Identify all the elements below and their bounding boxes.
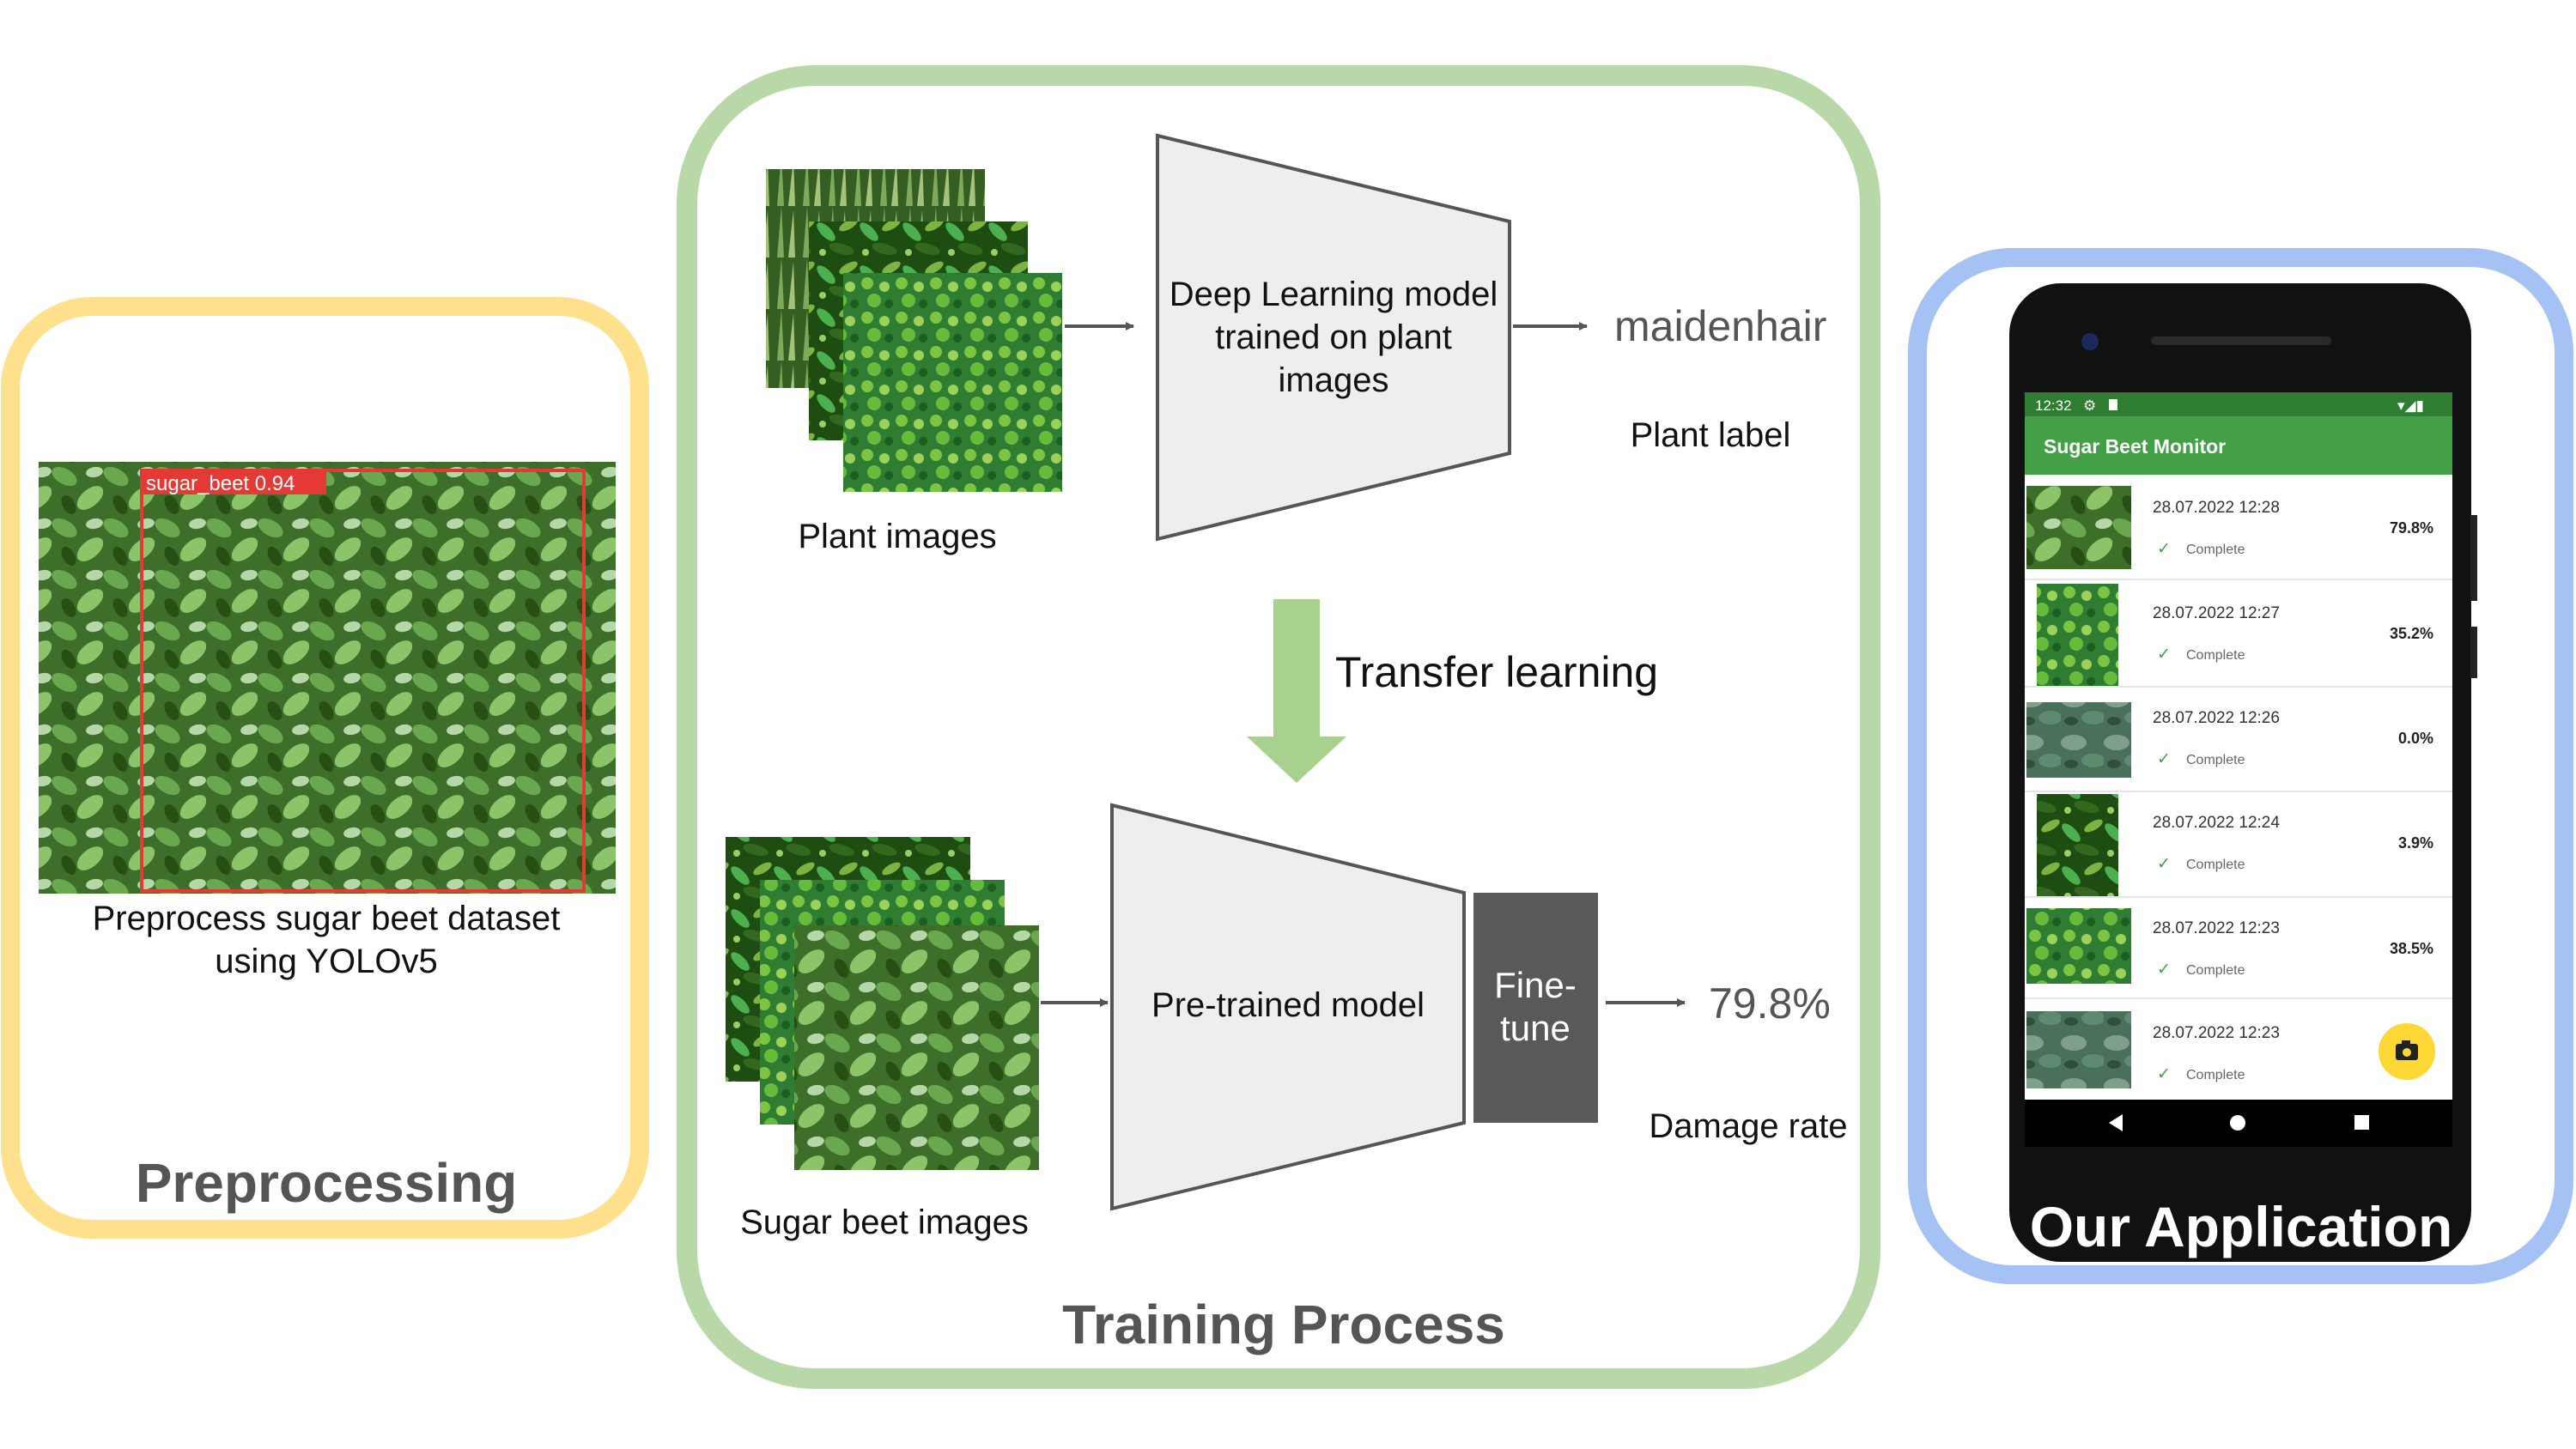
dl-model-line3: images	[1279, 361, 1389, 399]
plant-label-caption: Plant label	[1631, 416, 1791, 454]
list-item[interactable]: 28.07.2022 12:23 ✓ Complete	[2026, 1011, 2280, 1088]
sugar-beet-images-label: Sugar beet images	[740, 1203, 1029, 1241]
preprocessing-caption-line1: Preprocess sugar beet dataset	[93, 900, 561, 937]
camera-fab[interactable]	[2379, 1023, 2435, 1080]
check-icon: ✓	[2157, 540, 2171, 558]
item-thumbnail	[2026, 908, 2131, 984]
item-status: Complete	[2186, 858, 2245, 872]
item-thumbnail	[2026, 486, 2131, 569]
preprocessing-caption-line2: using YOLOv5	[215, 943, 437, 980]
transfer-learning-arrow	[1247, 599, 1346, 783]
item-damage-rate: 0.0%	[2398, 730, 2433, 747]
recents-nav-icon[interactable]	[2354, 1115, 2369, 1130]
damage-rate-caption: Damage rate	[1649, 1107, 1847, 1145]
item-damage-rate: 35.2%	[2390, 625, 2433, 642]
list-item[interactable]: 28.07.2022 12:28 ✓ Complete 79.8%	[2025, 475, 2452, 580]
damage-rate-value: 79.8%	[1709, 979, 1831, 1028]
list-item[interactable]: 28.07.2022 12:26 ✓ Complete 0.0%	[2025, 702, 2452, 792]
status-bar	[2025, 392, 2452, 416]
sugar-beet-images-stack	[726, 837, 1039, 1170]
finetune-line1: Fine-	[1494, 965, 1577, 1005]
transfer-learning-label: Transfer learning	[1335, 648, 1658, 696]
item-timestamp: 28.07.2022 12:27	[2153, 604, 2280, 622]
check-icon: ✓	[2157, 1065, 2171, 1083]
phone-side-button	[2470, 515, 2477, 601]
item-thumbnail	[2037, 584, 2118, 687]
earpiece-speaker	[2151, 336, 2331, 345]
list-item[interactable]: 28.07.2022 12:23 ✓ Complete 38.5%	[2025, 908, 2452, 999]
list-item[interactable]: 28.07.2022 12:27 ✓ Complete 35.2%	[2025, 584, 2452, 688]
app-title: Sugar Beet Monitor	[2044, 435, 2226, 458]
app-bar	[2025, 416, 2452, 475]
item-timestamp: 28.07.2022 12:26	[2153, 709, 2280, 727]
check-icon: ✓	[2157, 646, 2171, 664]
finetune-block	[1473, 893, 1598, 1123]
item-status: Complete	[2186, 648, 2245, 663]
item-damage-rate: 3.9%	[2398, 834, 2433, 852]
front-camera	[2081, 333, 2099, 350]
application-frame	[1908, 248, 2573, 1284]
item-timestamp: 28.07.2022 12:24	[2153, 814, 2280, 832]
check-icon: ✓	[2157, 855, 2171, 873]
application-title: Our Application	[2030, 1195, 2453, 1258]
preprocessing-frame	[1, 297, 649, 1239]
item-status: Complete	[2186, 753, 2245, 767]
phone-side-button-2	[2470, 627, 2477, 678]
item-damage-rate: 38.5%	[2390, 940, 2433, 957]
plant-images-stack	[766, 169, 1062, 492]
list-item[interactable]: 28.07.2022 12:24 ✓ Complete 3.9%	[2025, 794, 2452, 898]
item-thumbnail	[2026, 1011, 2131, 1088]
back-nav-icon[interactable]	[2109, 1114, 2123, 1131]
check-icon: ✓	[2157, 750, 2171, 768]
dl-model-line1: Deep Learning model	[1170, 276, 1498, 313]
item-status: Complete	[2186, 543, 2245, 557]
detection-label: sugar_beet 0.94	[146, 472, 295, 495]
check-icon: ✓	[2157, 961, 2171, 979]
records-list[interactable]: 28.07.2022 12:28 ✓ Complete 79.8% 28.07.…	[2025, 475, 2452, 1088]
item-status: Complete	[2186, 1068, 2245, 1082]
item-thumbnail	[2026, 702, 2131, 778]
training-frame	[677, 65, 1880, 1389]
pretrained-model-label: Pre-trained model	[1151, 986, 1425, 1024]
predicted-plant-label: maidenhair	[1614, 302, 1826, 350]
wifi-signal-battery-icon: ▾◢▮	[2397, 397, 2424, 414]
dl-model-line2: trained on plant	[1215, 318, 1452, 356]
plant-images-label: Plant images	[798, 518, 996, 555]
finetune-line2: tune	[1500, 1008, 1571, 1048]
preprocessing-title: Preprocessing	[136, 1152, 518, 1214]
item-timestamp: 28.07.2022 12:23	[2153, 919, 2280, 937]
pretrained-model-shape	[1110, 803, 1466, 1211]
home-nav-icon[interactable]	[2230, 1115, 2245, 1131]
sim-status-icon	[2109, 399, 2117, 410]
item-damage-rate: 79.8%	[2390, 519, 2433, 537]
training-title: Training Process	[1062, 1294, 1505, 1355]
item-status: Complete	[2186, 963, 2245, 978]
item-timestamp: 28.07.2022 12:23	[2153, 1024, 2280, 1042]
yolo-detection-image: sugar_beet 0.94	[39, 462, 616, 894]
item-timestamp: 28.07.2022 12:28	[2153, 499, 2280, 517]
status-time: 12:32	[2035, 397, 2072, 414]
settings-status-icon: ⚙	[2083, 397, 2096, 414]
dl-model-shape	[1156, 133, 1511, 542]
item-thumbnail	[2037, 794, 2118, 897]
